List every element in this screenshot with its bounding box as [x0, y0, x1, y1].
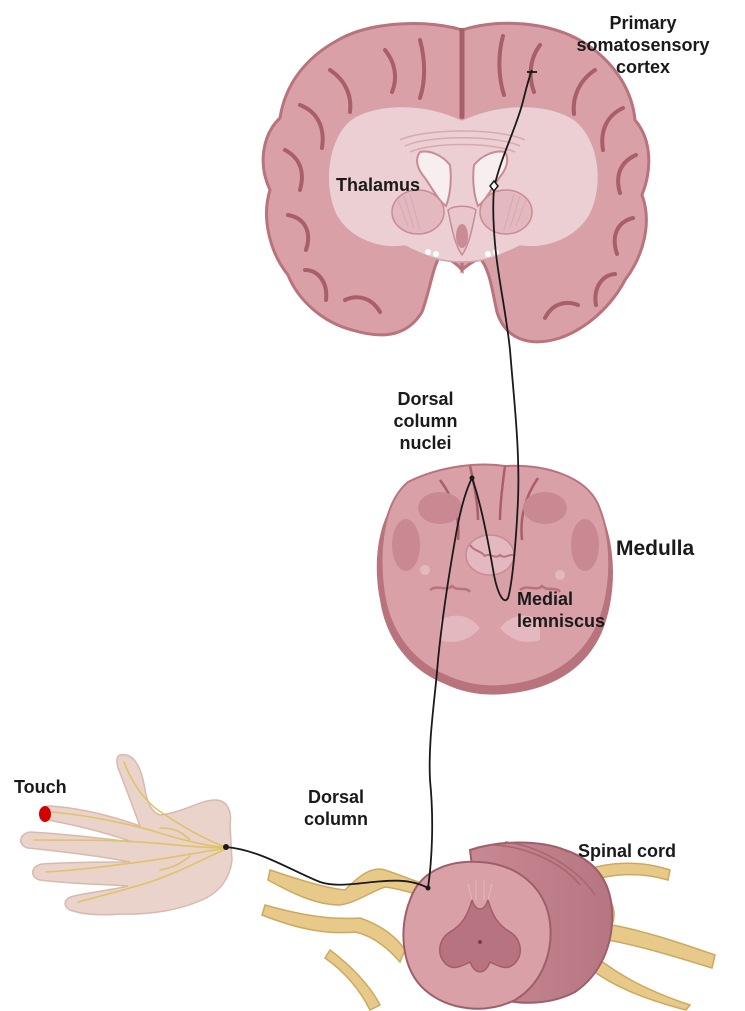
olive-left — [392, 519, 420, 571]
dorsal-column-label: Dorsal column — [296, 786, 376, 830]
medulla-body — [382, 465, 610, 687]
spinal-cord — [262, 842, 715, 1010]
thalamus-label: Thalamus — [336, 174, 420, 196]
spinal-cord-label: Spinal cord — [578, 840, 676, 862]
dcn-label-line1: Dorsal — [378, 388, 473, 410]
dc-label-line1: Dorsal — [296, 786, 376, 808]
medial-lemniscus-label: Medial lemniscus — [517, 588, 605, 632]
cortex-label-line2: somatosensory cortex — [548, 34, 738, 78]
cortex-label-line1: Primary — [548, 12, 738, 34]
dcn-label-line2: column — [378, 410, 473, 432]
touch-label: Touch — [14, 776, 67, 798]
dcn-label-line3: nuclei — [378, 432, 473, 454]
olive-right — [571, 519, 599, 571]
dc-label-line2: column — [296, 808, 376, 830]
ml-label-line1: Medial — [517, 588, 605, 610]
touch-point-icon — [39, 806, 51, 822]
medulla-label: Medulla — [616, 538, 694, 560]
dorsal-column-nuclei-label: Dorsal column nuclei — [378, 388, 473, 454]
ml-label-line2: lemniscus — [517, 610, 605, 632]
primary-somatosensory-cortex-label: Primary somatosensory cortex — [548, 12, 738, 78]
